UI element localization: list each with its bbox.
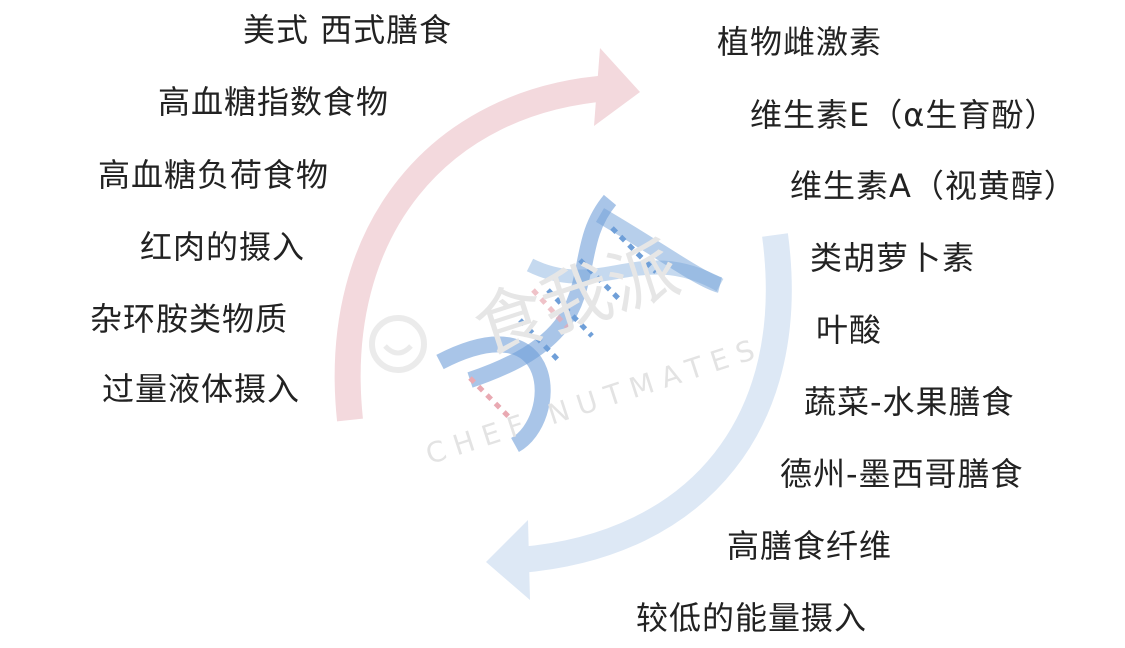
protective-factor: 叶酸 [816,311,883,349]
risk-factor: 高血糖指数食物 [158,83,390,121]
protective-factor: 植物雌激素 [717,23,883,61]
risk-factor: 美式 西式膳食 [243,11,453,49]
risk-factor: 红肉的摄入 [140,228,306,266]
protective-factor: 维生素A（视黄醇） [790,167,1077,205]
risk-factor: 高血糖负荷食物 [98,156,330,194]
protective-factor: 德州-墨西哥膳食 [780,455,1024,493]
dna-helix [436,194,724,452]
risk-factor: 杂环胺类物质 [90,300,289,338]
protective-factor: 维生素E（α生育酚） [750,96,1058,134]
risk-factor: 过量液体摄入 [102,370,301,408]
watermark-chinese: 食我派 [464,227,689,370]
protective-factor: 较低的能量摄入 [636,599,868,637]
watermark-logo [369,315,427,373]
protective-factor: 高膳食纤维 [727,527,893,565]
risk-arrow [334,75,611,422]
protect-arrow [518,233,792,573]
risk-arrow-head [594,48,640,126]
protective-factor: 蔬菜-水果膳食 [804,383,1015,421]
protective-factor: 类胡萝卜素 [810,239,976,277]
protect-arrow-head [486,520,530,600]
